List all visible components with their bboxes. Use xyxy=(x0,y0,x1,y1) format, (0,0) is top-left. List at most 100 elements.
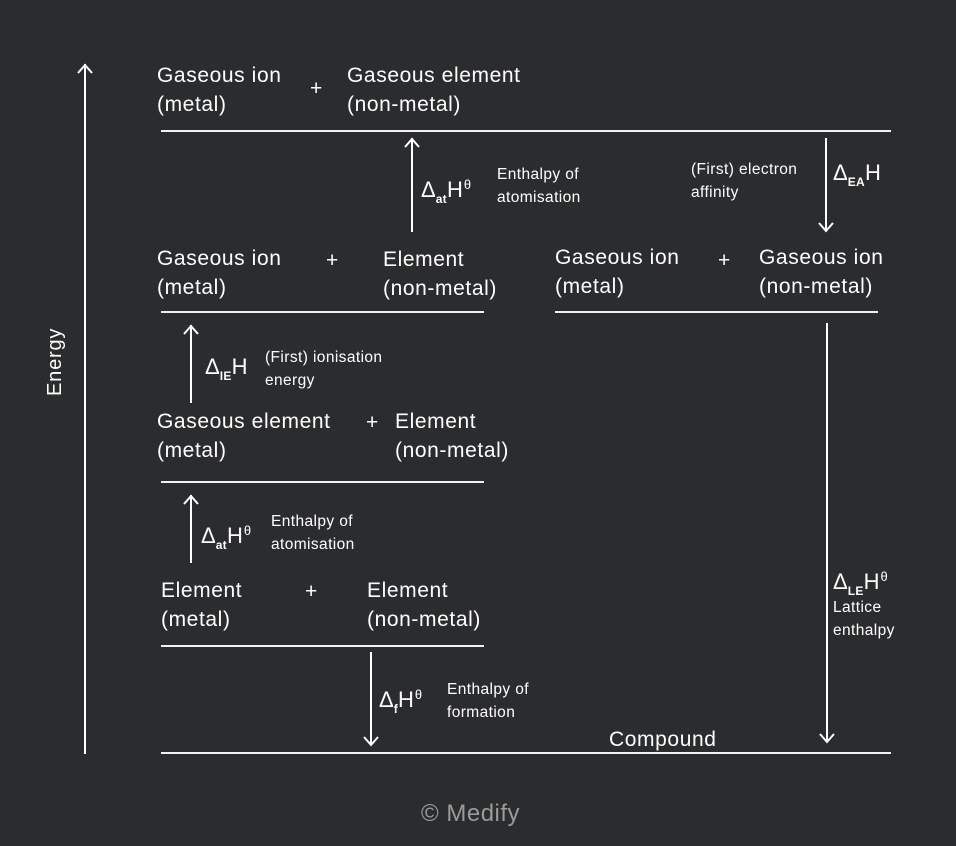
gaseous-element-level-line xyxy=(161,481,484,483)
description-line1: Enthalpy of xyxy=(271,513,353,530)
elements-right-species: Element (non-metal) xyxy=(367,576,481,634)
description-line2: atomisation xyxy=(271,536,355,553)
symbol-subscript: EA xyxy=(847,175,865,189)
lattice-description: Lattice enthalpy xyxy=(833,596,895,642)
species-line2: (metal) xyxy=(157,276,227,299)
delta-symbol: Δ xyxy=(833,569,848,594)
top-plus: + xyxy=(310,77,323,100)
compound-label: Compound xyxy=(609,728,717,751)
electron-affinity-description: (First) electron affinity xyxy=(691,158,797,204)
compound-level-line xyxy=(161,752,891,754)
species-line1: Gaseous ion xyxy=(555,246,680,269)
species-line1: Element xyxy=(383,248,465,271)
mid-right-left-species: Gaseous ion (metal) xyxy=(555,243,680,301)
top-level-line xyxy=(161,130,891,132)
symbol-subscript: IE xyxy=(219,369,232,383)
top-left-species: Gaseous ion (metal) xyxy=(157,61,282,119)
description-line2: atomisation xyxy=(497,189,581,206)
atomisation-nonmetal-description: Enthalpy of atomisation xyxy=(497,163,581,209)
top-right-line2: (non-metal) xyxy=(347,93,461,116)
atomisation-nonmetal-up-arrow-icon xyxy=(404,137,420,148)
species-line2: (non-metal) xyxy=(395,439,509,462)
enthalpy-symbol: H xyxy=(231,354,248,379)
mid-right-right-species: Gaseous ion (non-metal) xyxy=(759,243,884,301)
top-left-line1: Gaseous ion xyxy=(157,64,282,87)
standard-state-symbol: θ xyxy=(414,687,423,702)
delta-symbol: Δ xyxy=(421,177,436,202)
elements-level-line xyxy=(161,645,484,647)
symbol-subscript: f xyxy=(393,702,398,716)
delta-symbol: Δ xyxy=(205,354,220,379)
lattice-down-arrow-icon xyxy=(819,733,835,744)
formation-description: Enthalpy of formation xyxy=(447,678,529,724)
ionisation-arrow-line xyxy=(190,325,192,403)
symbol-subscript: at xyxy=(215,538,227,552)
atomisation-metal-symbol: ΔatHθ xyxy=(201,518,251,558)
mid-left-right-species: Element (non-metal) xyxy=(383,245,497,303)
atomisation-nonmetal-symbol: ΔatHθ xyxy=(421,172,471,212)
atomisation-metal-up-arrow-icon xyxy=(183,494,199,505)
species-line1: Gaseous element xyxy=(157,410,331,433)
lattice-symbol: ΔLEHθ xyxy=(833,564,888,604)
top-right-line1: Gaseous element xyxy=(347,64,521,87)
species-line1: Gaseous ion xyxy=(157,247,282,270)
enthalpy-symbol: H xyxy=(863,569,880,594)
description-line1: Enthalpy of xyxy=(447,681,529,698)
species-line2: (metal) xyxy=(157,439,227,462)
gaseous-element-left-species: Gaseous element (metal) xyxy=(157,407,331,465)
symbol-subscript: at xyxy=(435,192,447,206)
enthalpy-symbol: H xyxy=(398,687,414,712)
atomisation-metal-description: Enthalpy of atomisation xyxy=(271,510,355,556)
top-right-species: Gaseous element (non-metal) xyxy=(347,61,521,119)
species-line1: Element xyxy=(161,579,243,602)
atomisation-nonmetal-arrow-line xyxy=(411,138,413,232)
species-line2: (non-metal) xyxy=(759,275,873,298)
description-line1: Enthalpy of xyxy=(497,166,579,183)
ionisation-up-arrow-icon xyxy=(183,324,199,335)
ionisation-symbol: ΔIEH xyxy=(205,354,248,389)
energy-axis-up-arrow-icon xyxy=(77,63,93,74)
description-line1: (First) ionisation xyxy=(265,349,383,366)
description-line1: Lattice xyxy=(833,599,882,616)
mid-right-plus: + xyxy=(718,249,731,272)
top-left-line2: (metal) xyxy=(157,93,227,116)
mid-left-left-species: Gaseous ion (metal) xyxy=(157,244,282,302)
standard-state-symbol: θ xyxy=(463,177,472,192)
mid-left-plus: + xyxy=(326,249,339,272)
description-line2: affinity xyxy=(691,184,739,201)
delta-symbol: Δ xyxy=(379,687,394,712)
enthalpy-symbol: H xyxy=(226,523,243,548)
species-line2: (metal) xyxy=(161,608,231,631)
lattice-arrow-line xyxy=(826,323,828,741)
electron-affinity-arrow-line xyxy=(825,138,827,230)
delta-symbol: Δ xyxy=(833,160,848,185)
formation-down-arrow-icon xyxy=(363,736,379,747)
standard-state-symbol: θ xyxy=(880,569,888,584)
species-line2: (metal) xyxy=(555,275,625,298)
elements-plus: + xyxy=(305,580,318,603)
ionisation-description: (First) ionisation energy xyxy=(265,346,382,392)
mid-right-level-line xyxy=(555,311,878,313)
atomisation-metal-arrow-line xyxy=(190,495,192,563)
description-line2: energy xyxy=(265,372,315,389)
standard-state-symbol: θ xyxy=(243,523,252,538)
electron-affinity-down-arrow-icon xyxy=(818,222,834,233)
species-line1: Gaseous ion xyxy=(759,246,884,269)
formation-arrow-line xyxy=(370,652,372,744)
symbol-subscript: LE xyxy=(847,584,864,598)
energy-axis-label: Energy xyxy=(44,327,66,396)
description-line2: enthalpy xyxy=(833,622,895,639)
formation-symbol: ΔfHθ xyxy=(379,682,422,722)
mid-left-level-line xyxy=(161,311,484,313)
enthalpy-symbol: H xyxy=(864,160,881,185)
electron-affinity-symbol: ΔEAH xyxy=(833,160,881,195)
description-line1: (First) electron xyxy=(691,161,798,178)
description-line2: formation xyxy=(447,704,516,721)
gaseous-element-right-species: Element (non-metal) xyxy=(395,407,509,465)
species-line2: (non-metal) xyxy=(367,608,481,631)
delta-symbol: Δ xyxy=(201,523,216,548)
species-line2: (non-metal) xyxy=(383,277,497,300)
species-line1: Element xyxy=(367,579,449,602)
gaseous-element-plus: + xyxy=(366,411,379,434)
enthalpy-symbol: H xyxy=(446,177,463,202)
